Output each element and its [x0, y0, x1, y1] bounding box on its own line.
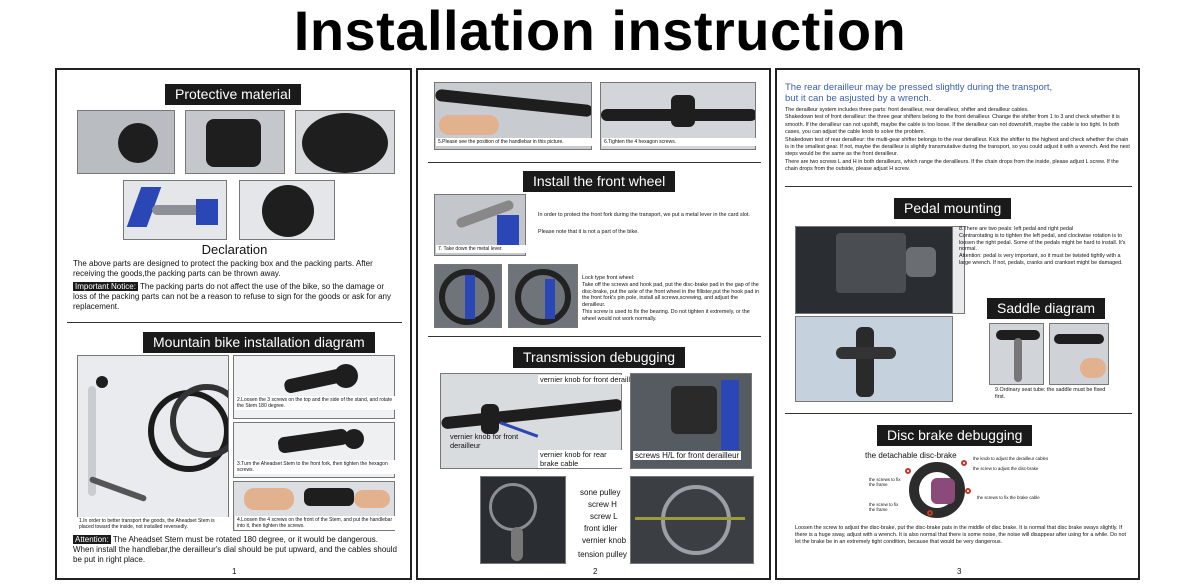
protective-part-photo-4	[123, 180, 227, 240]
front-wheel-photo-2	[508, 264, 578, 328]
saddle-pedal-photo	[795, 316, 953, 402]
section-title-saddle: Saddle diagram	[987, 298, 1106, 319]
protective-part-photo-2	[185, 110, 285, 174]
instruction-page-1: Protective material Declaration The abov…	[55, 68, 412, 580]
label-detachable-disc-brake: the detachable disc-brake	[865, 451, 957, 460]
label-screw-l: screw L	[588, 512, 620, 521]
important-notice-label: Important Notice:	[73, 282, 138, 291]
pedal-photo	[795, 226, 953, 314]
label-vernier-knob-front: vernier knob for front derailleur	[450, 432, 519, 450]
front-wheel-note: Please note that it is not a part of the…	[538, 229, 639, 235]
page-number-3: 3	[957, 567, 962, 576]
bike-assembly-photo	[77, 355, 229, 531]
lock-type-text: Lock type front wheel: Take off the scre…	[582, 275, 760, 322]
label-screw-fix-frame: the screw to fix the frame	[869, 502, 899, 512]
label-front-idler: front idler	[582, 524, 620, 533]
section-title-protective-material: Protective material	[165, 84, 301, 105]
rear-derailleur-photo	[480, 476, 566, 564]
rear-derailleur-heading-2: but it can be asjusted by a wrench.	[785, 93, 932, 104]
instruction-page-2: 5.Please see the position of the handleb…	[416, 68, 771, 580]
important-notice-text: The packing parts do not affect the use …	[73, 282, 391, 311]
marker-dot	[965, 488, 971, 494]
label-vernier-knob-front-cable: vernier knob for front derailleur cable	[538, 375, 663, 384]
saddle-photo-2	[1049, 323, 1109, 385]
front-wheel-text: In order to protect the front fork durin…	[538, 212, 750, 218]
section-title-disc-brake: Disc brake debugging	[877, 425, 1033, 446]
label-screw-h: screw H	[586, 500, 619, 509]
label-sone-pulley: sone pulley	[578, 488, 623, 497]
derailleur-system-text: The derailleur system includes three par…	[785, 107, 1130, 173]
page-number-2: 2	[593, 567, 598, 576]
disc-brake-photo	[905, 458, 969, 522]
saddle-photo-1	[989, 323, 1044, 385]
page-title: Installation instruction	[293, 0, 907, 62]
protective-part-photo-3	[295, 110, 395, 174]
divider	[67, 322, 402, 323]
label-knob-adjust-cables: the knob to adjust the derailleur cables	[973, 456, 1049, 461]
protective-part-photo-5	[239, 180, 335, 240]
caption-step-4: 4.Loosen the 4 screws on the front of th…	[235, 516, 397, 530]
pedal-photo-edge	[953, 226, 965, 314]
page-number-1: 1	[232, 567, 237, 576]
label-screw-adjust-brake: the screw to adjust the disc-brake	[973, 466, 1039, 471]
marker-dot	[961, 460, 967, 466]
section-title-front-wheel: Install the front wheel	[523, 171, 676, 192]
caption-step-3: 3.Turn the Aheadset Stem to the front fo…	[235, 460, 397, 474]
protective-part-photo-1	[77, 110, 175, 174]
divider	[785, 413, 1132, 414]
attention-text: The Aheadset Stem must be rotated 180 de…	[73, 535, 397, 564]
rear-derailleur-heading-1: The rear derailleur may be pressed sligh…	[785, 82, 1053, 93]
divider	[428, 336, 761, 337]
caption-step-6: 6.Tighten the 4 hexagon screws.	[602, 138, 758, 146]
label-screws-hl: screws H/L for front derailleur	[633, 451, 742, 460]
caption-step-5: 5.Please see the position of the handleb…	[436, 138, 594, 146]
rear-gear-photo	[630, 476, 754, 564]
caption-step-9: 9.Ordinary seat tube: the saddle must be…	[995, 387, 1106, 400]
label-screws-fix-frame: the screws to fix the frame	[869, 477, 901, 487]
label-tension-pulley: tension pulley	[576, 550, 629, 559]
marker-dot	[905, 468, 911, 474]
caption-step-2: 2.Loosen the 3 screws on the top and the…	[235, 396, 397, 410]
divider	[428, 162, 761, 163]
divider	[785, 186, 1132, 187]
marker-dot	[927, 510, 933, 516]
caption-step-7: 7. Take down the metal lever.	[436, 245, 528, 253]
declaration-heading: Declaration	[201, 242, 268, 257]
disc-brake-text: Loosen the screw to adjust the disc-brak…	[795, 525, 1126, 545]
section-title-transmission: Transmission debugging	[513, 347, 686, 368]
important-notice: Important Notice: The packing parts do n…	[73, 282, 398, 312]
section-title-pedal: Pedal mounting	[894, 198, 1012, 219]
attention-notice: Attention: The Aheadset Stem must be rot…	[73, 535, 398, 565]
label-vernier-knob-rear: vernier knob for rear brake cable	[538, 450, 622, 468]
label-screws-fix-cable: the screws to fix the brake cable	[977, 495, 1040, 500]
instruction-page-3: The rear derailleur may be pressed sligh…	[775, 68, 1140, 580]
pedal-text: 8.There are two peals: left pedal and ri…	[959, 226, 1126, 266]
section-title-mountain-bike: Mountain bike installation diagram	[143, 332, 375, 353]
attention-label: Attention:	[73, 535, 111, 544]
declaration-text: The above parts are designed to protect …	[73, 259, 373, 278]
caption-step-1: 1.In order to better transport the goods…	[77, 517, 229, 531]
front-wheel-photo-1	[434, 264, 502, 328]
label-vernier-knob: vernier knob	[580, 536, 629, 545]
